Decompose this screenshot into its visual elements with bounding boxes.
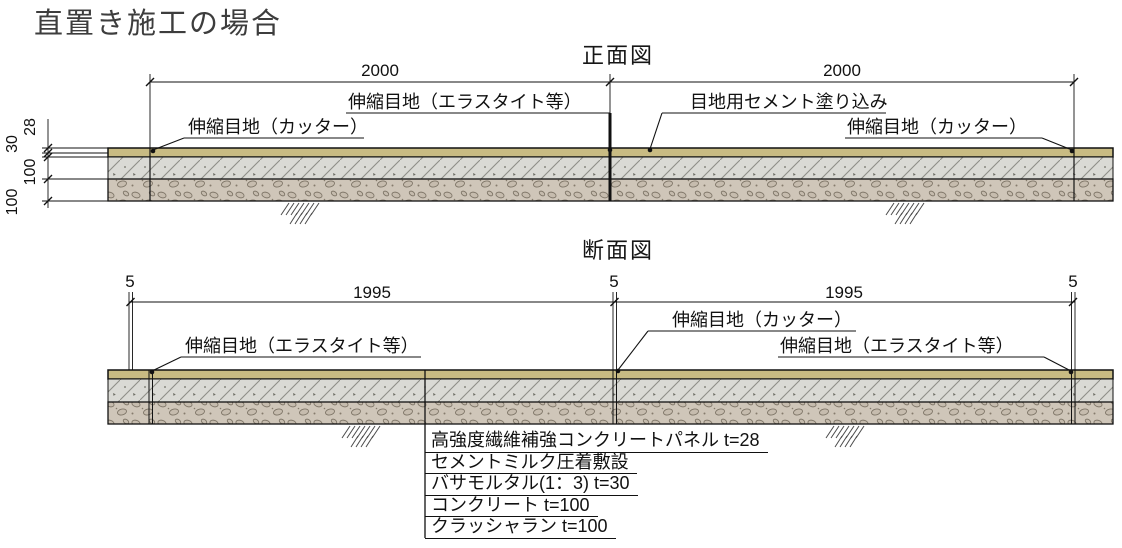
layer-note-concrete: コンクリート t=100	[425, 495, 598, 517]
front-left-dim-30: 30	[4, 135, 21, 153]
section-callout-elastite-joint-left: 伸縮目地（エラスタイト等）	[185, 336, 419, 356]
section-dim-1995-left: 1995	[353, 283, 391, 302]
page-title: 直置き施工の場合	[34, 8, 283, 40]
ground-hatch-symbol	[825, 425, 865, 448]
layer-note-crusherrun: クラッシャラン t=100	[425, 516, 616, 539]
section-view-slab	[107, 369, 1114, 425]
front-view-leader-lines	[150, 112, 1075, 154]
section-dim-5-right: 5	[1068, 272, 1078, 291]
section-dim-1995-right: 1995	[825, 283, 863, 302]
layer-note-mortar: バサモルタル(1：3) t=30	[425, 473, 638, 496]
front-view-dimension-lines	[145, 74, 1079, 148]
front-callout-cutter-joint-left: 伸縮目地（カッター）	[188, 117, 368, 137]
section-view-leader-lines	[149, 330, 1074, 375]
section-view-title: 断面図	[581, 238, 655, 263]
front-dim-2000-left: 2000	[361, 61, 399, 80]
front-callout-cement-joint: 目地用セメント塗り込み	[690, 92, 888, 112]
front-view-title: 正面図	[581, 43, 655, 68]
section-dim-5-left: 5	[125, 272, 135, 291]
front-left-dim-100-concrete: 100	[22, 158, 39, 186]
section-callout-elastite-joint-right: 伸縮目地（エラスタイト等）	[780, 336, 1014, 356]
front-callout-elastite-joint: 伸縮目地（エラスタイト等）	[348, 92, 582, 112]
layer-note-panel: 高強度繊維補強コンクリートパネル t=28	[425, 430, 768, 453]
layer-note-cementmilk: セメントミルク圧着敷設	[425, 452, 637, 474]
section-callout-cutter-joint: 伸縮目地（カッター）	[672, 310, 852, 330]
ground-hatch-symbol	[280, 202, 320, 225]
layer-notes-list: 高強度繊維補強コンクリートパネル t=28 セメントミルク圧着敷設 バサモルタル…	[425, 430, 768, 539]
front-view-joint-lines	[149, 113, 1075, 201]
section-dim-5-middle: 5	[609, 272, 619, 291]
front-view-left-dimension-lines	[42, 119, 108, 208]
front-callout-cutter-joint-right: 伸縮目地（カッター）	[847, 117, 1027, 137]
ground-hatch-symbol	[341, 425, 381, 448]
ground-hatch-symbol	[885, 202, 925, 225]
section-view-joint-lines	[148, 370, 1076, 424]
front-dim-2000-right: 2000	[823, 61, 861, 80]
front-left-dim-28: 28	[22, 118, 39, 136]
section-view-dimension-lines	[126, 292, 1078, 370]
front-left-dim-100-crusher: 100	[4, 188, 21, 216]
